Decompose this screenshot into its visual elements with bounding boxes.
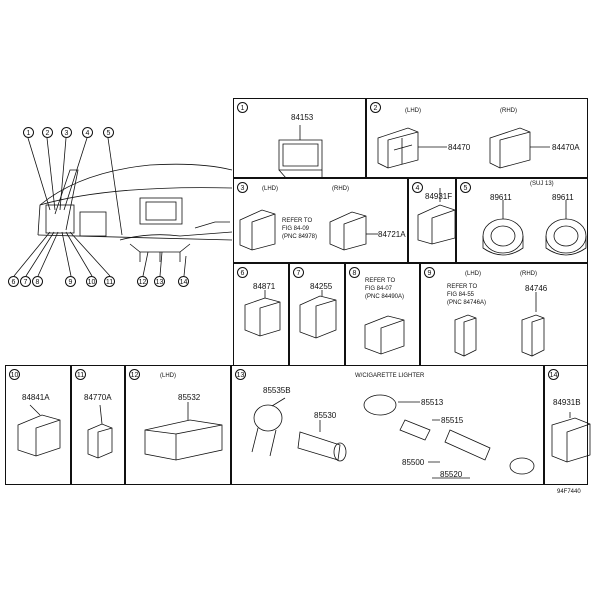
part-89611-right: 89611 [552,193,574,202]
panel-12-frame [125,365,231,485]
panel-1-number: 1 [237,102,248,113]
panel-9-number: 9 [424,267,435,278]
panel-9-note-line-2: FIG 84-55 [447,292,475,298]
panel-8-note-line-2: FIG 84-07 [365,286,393,292]
part-84721A: 84721A [378,230,406,239]
panel-11-frame [71,365,125,485]
panel-3-number: 3 [237,182,248,193]
part-84871: 84871 [253,282,276,291]
part-84841A: 84841A [22,393,50,402]
part-84470A: 84470A [552,143,580,152]
panel-9-frame [420,263,588,366]
panel-6-number: 6 [237,267,248,278]
part-84770A: 84770A [84,393,112,402]
panel-1-frame [233,98,366,178]
panel-2-frame [366,98,588,178]
figure-code: 94F7440 [557,489,581,495]
part-85515: 85515 [441,416,464,425]
overview-callout-4: 4 [82,127,93,138]
overview-callout-9: 9 [65,276,76,287]
panel-13-header: W/CIGARETTE LIGHTER [355,373,425,379]
panel-5-frame [456,178,588,263]
overview-callout-3: 3 [61,127,72,138]
panel-9-header-lhd: (LHD) [465,271,481,277]
panel-12-header: (LHD) [160,373,176,379]
panel-7-number: 7 [293,267,304,278]
overview-callout-10: 10 [86,276,97,287]
part-84470: 84470 [448,143,471,152]
part-84255: 84255 [310,282,333,291]
part-84931B: 84931B [553,398,581,407]
panel-12-number: 12 [129,369,140,380]
part-84153: 84153 [291,113,314,122]
panel-8-note-line-3: (PNC 84490A) [365,294,405,300]
panel-6-frame [233,263,289,366]
panel-13-number: 13 [235,369,246,380]
panel-7-frame [289,263,345,366]
panel-2-number: 2 [370,102,381,113]
panel-9-header-rhd: (RHD) [520,271,537,277]
panel-13-frame [231,365,544,485]
panel-14-number: 14 [548,369,559,380]
overview-callout-14: 14 [178,276,189,287]
part-85535B: 85535B [263,386,291,395]
panel-3-header-rhd: (RHD) [332,186,349,192]
overview-callout-1: 1 [23,127,34,138]
overview-callout-8: 8 [32,276,43,287]
panel-5-number: 5 [460,182,471,193]
panel-9-note-line-3: (PNC 84746A) [447,300,487,306]
part-84746: 84746 [525,284,548,293]
panel-2-header-lhd: (LHD) [405,108,421,114]
panel-8-number: 8 [349,267,360,278]
part-85500: 85500 [402,458,425,467]
overview-callout-12: 12 [137,276,148,287]
overview-callout-5: 5 [103,127,114,138]
overview-callout-2: 2 [42,127,53,138]
panel-3-header-lhd: (LHD) [262,186,278,192]
part-85532: 85532 [178,393,201,402]
panel-2-header-rhd: (RHD) [500,108,517,114]
panel-3-frame [233,178,408,263]
panel-3-note-line-3: (PNC 84978) [282,234,318,240]
panel-4-number: 4 [412,182,423,193]
panel-10-frame [5,365,71,485]
overview-callout-13: 13 [154,276,165,287]
part-84931F: 84931F [425,192,453,201]
overview-callout-11: 11 [104,276,115,287]
part-89611-left: 89611 [490,193,512,202]
panel-11-number: 11 [75,369,86,380]
part-85513: 85513 [421,398,444,407]
part-85520: 85520 [440,470,463,479]
panel-5-header: (SUJ 13) [530,181,554,187]
panel-10-number: 10 [9,369,20,380]
panel-4-frame [408,178,456,263]
panel-3-note-line-2: FIG 84-09 [282,226,310,232]
panel-8-note-line-1: REFER TO [365,278,396,284]
overview-callout-6: 6 [8,276,19,287]
panel-3-note-line-1: REFER TO [282,218,313,224]
panel-14-frame [544,365,588,485]
part-85530: 85530 [314,411,337,420]
overview-callout-7: 7 [20,276,31,287]
panel-9-note-line-1: REFER TO [447,284,478,290]
